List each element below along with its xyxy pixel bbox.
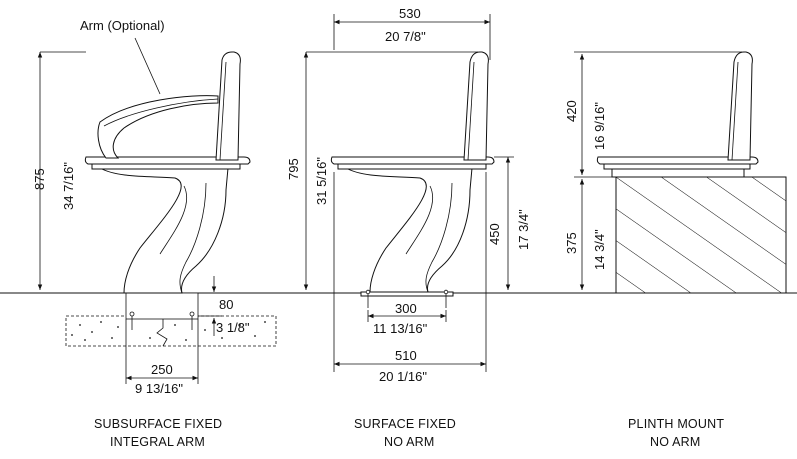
- surface-fixed-view: 530 20 7/8" 795 31 5/16" 450 17 3/4" 300…: [286, 6, 531, 449]
- surf-seat-mm: 450: [487, 223, 502, 245]
- surf-height-in: 31 5/16": [314, 157, 329, 205]
- surf-caption-2: NO ARM: [384, 435, 435, 449]
- seat: [596, 156, 759, 165]
- sub-depth-mm: 80: [219, 297, 233, 312]
- plinth-caption-1: PLINTH MOUNT: [628, 417, 724, 431]
- subsurface-fixed-view: Arm (Optional) 875 34 7/16" 80 3 1/8" 25…: [32, 18, 277, 449]
- plinth-back-mm: 420: [564, 100, 579, 122]
- surf-caption-1: SURFACE FIXED: [354, 417, 456, 431]
- pedestal: [344, 167, 473, 293]
- concrete-speckle: [71, 321, 266, 341]
- base-plate: [360, 291, 454, 297]
- backrest: [215, 51, 241, 161]
- plinth-height-in: 14 3/4": [592, 229, 607, 270]
- surf-height-mm: 795: [286, 158, 301, 180]
- surf-base-mm: 510: [395, 348, 417, 363]
- surf-seat-in: 17 3/4": [516, 209, 531, 250]
- sub-base-in: 9 13/16": [135, 381, 183, 396]
- plinth-caption-2: NO ARM: [650, 435, 701, 449]
- sub-caption-1: SUBSURFACE FIXED: [94, 417, 222, 431]
- pedestal-inner-curve: [159, 182, 207, 294]
- surf-top-in: 20 7/8": [385, 29, 426, 44]
- seat: [84, 156, 251, 165]
- sub-base-mm: 250: [151, 362, 173, 377]
- surf-top-mm: 530: [399, 6, 421, 21]
- arm-leader: [134, 37, 161, 95]
- sub-depth-in: 3 1/8": [216, 320, 250, 335]
- seat: [330, 156, 495, 165]
- surf-bolt-mm: 300: [395, 301, 417, 316]
- pedestal-inner-curve: [405, 182, 453, 293]
- backrest: [463, 51, 489, 161]
- surf-bolt-in: 11 13/16": [373, 321, 428, 336]
- plinth-back-in: 16 9/16": [592, 102, 607, 150]
- sub-height-mm: 875: [32, 168, 47, 190]
- sub-caption-2: INTEGRAL ARM: [110, 435, 205, 449]
- embedded-base: [125, 292, 199, 320]
- backrest: [727, 51, 753, 161]
- integral-arm: [97, 95, 219, 159]
- surf-base-in: 20 1/16": [379, 369, 427, 384]
- plinth-height-mm: 375: [564, 232, 579, 254]
- sub-height-in: 34 7/16": [61, 162, 76, 210]
- plinth-mount-view: 420 16 9/16" 375 14 3/4" PLINTH MOUNT NO…: [564, 51, 787, 449]
- pedestal: [98, 167, 229, 294]
- arm-optional-label: Arm (Optional): [80, 18, 165, 33]
- plinth-block: [615, 176, 787, 294]
- break-line: [156, 316, 168, 347]
